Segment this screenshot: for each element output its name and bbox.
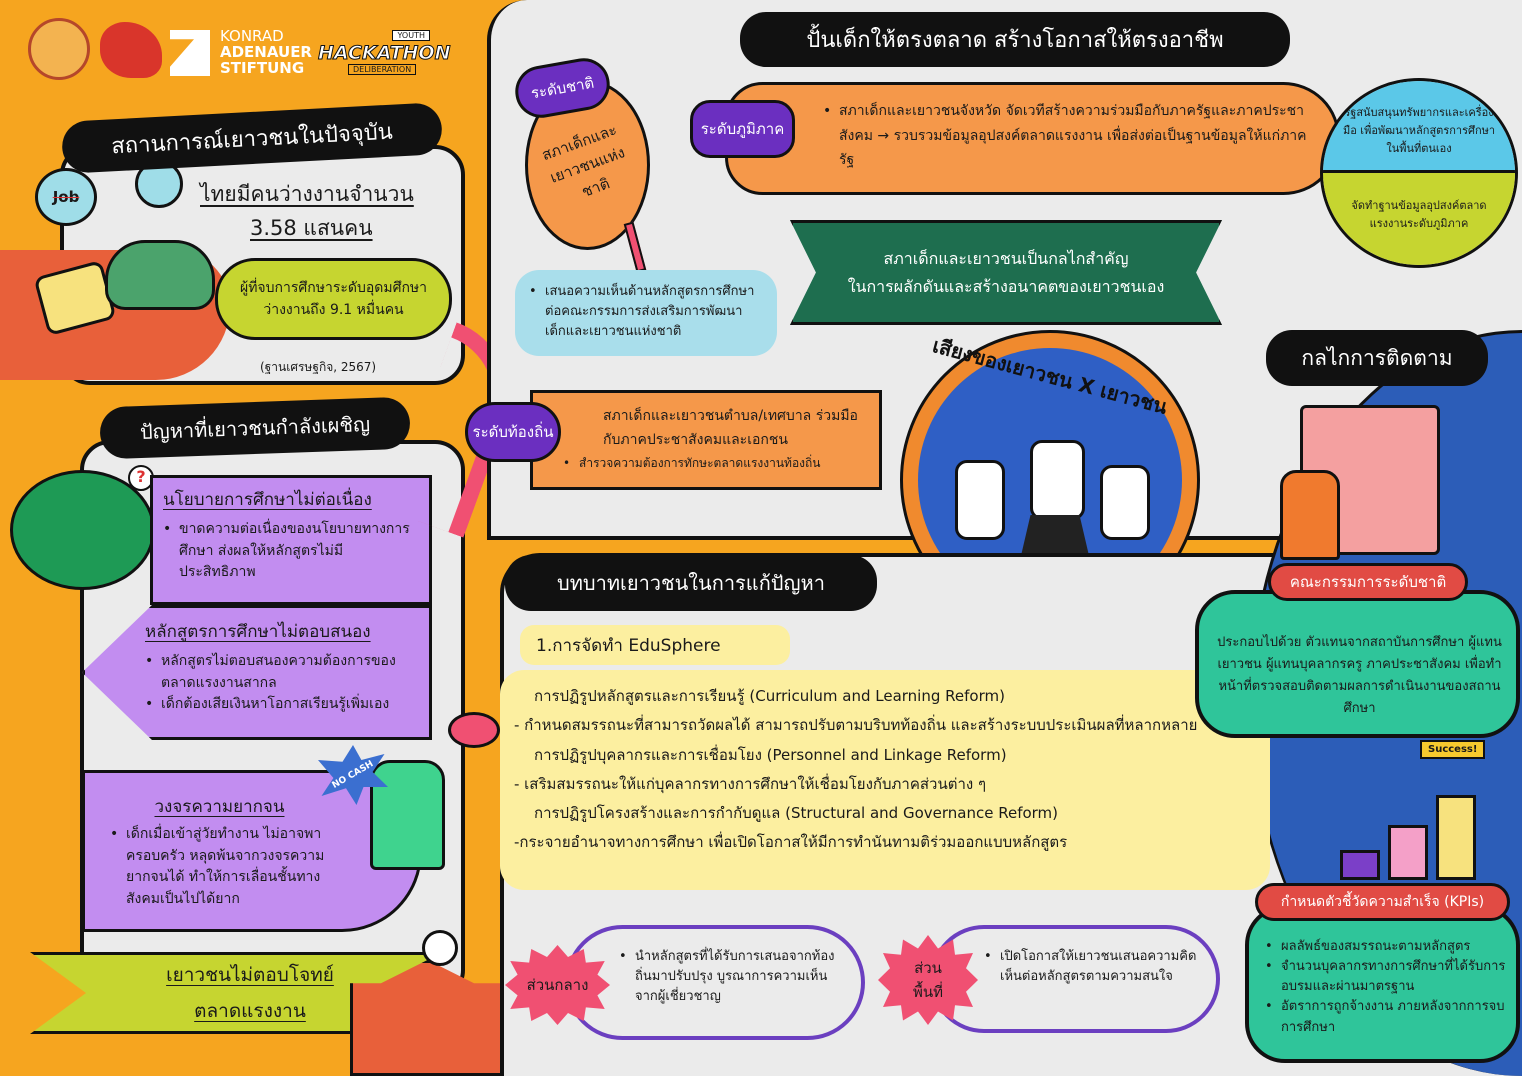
- konrad-adenauer-logo: KONRAD ADENAUER STIFTUNG: [220, 28, 312, 76]
- edusphere-label: 1.การจัดทำ EduSphere: [520, 625, 790, 665]
- question-bubble-icon: ?: [128, 465, 154, 491]
- job-text: Job: [52, 188, 80, 206]
- monitor-title-text: กลไกการติดตาม: [1301, 345, 1453, 370]
- problem-heading: วงจรความยากจน: [154, 797, 285, 817]
- local-bullet: สำรวจความต้องการทักษะตลาดแรงงานท้องถิ่น: [563, 453, 869, 474]
- problem-card-curriculum: หลักสูตรการศึกษาไม่ตอบสนอง หลักสูตรไม่ตอ…: [82, 605, 432, 740]
- regional-level-text: ระดับภูมิภาค: [700, 120, 785, 138]
- teacher-illustration: [1280, 470, 1340, 560]
- local-text: สภาเด็กและเยาวชนตำบล/เทศบาล ร่วมมือกับภา…: [603, 408, 858, 448]
- jumping-students-illustration: [945, 440, 1165, 620]
- committee-text: ประกอบไปด้วย ตัวแทนจากสถาบันการศึกษา ผู้…: [1217, 635, 1502, 717]
- national-level-text: ระดับชาติ: [529, 73, 596, 103]
- reform-line: - กำหนดสมรรถนะที่สามารถวัดผลได้ สามารถปร…: [514, 716, 1198, 735]
- youth-label: YOUTH: [392, 30, 430, 41]
- reform-line: การปฏิรูปหลักสูตรและการเรียนรู้ (Curricu…: [534, 687, 1005, 705]
- reform-line: -กระจายอำนาจทางการศึกษา เพื่อเปิดโอกาสให…: [514, 833, 1068, 852]
- problem-heading: นโยบายการศึกษาไม่ต่อเนื่อง: [163, 490, 372, 510]
- committee-cloud: ประกอบไปด้วย ตัวแทนจากสถาบันการศึกษา ผู้…: [1195, 590, 1520, 738]
- problem-heading: หลักสูตรการศึกษาไม่ตอบสนอง: [145, 622, 371, 642]
- regional-level-label: ระดับภูมิภาค: [690, 100, 795, 158]
- kpi-bullet: อัตราการถูกจ้างงาน ภายหลังจากการจบการศึก…: [1265, 997, 1506, 1037]
- hackathon-wordmark: HACKATHON: [318, 42, 451, 65]
- problem-card-policy: นโยบายการศึกษาไม่ต่อเนื่อง ขาดความต่อเนื…: [150, 475, 432, 605]
- role-title-text: บทบาทเยาวชนในการแก้ปัญหา: [557, 571, 825, 595]
- local-box: สภาเด็กและเยาวชนตำบล/เทศบาล ร่วมมือกับภา…: [530, 390, 882, 490]
- kpi-bullet: ผลลัพธ์ของสมรรถนะตามหลักสูตร: [1265, 937, 1506, 957]
- area-label-text: ส่วนพื้นที่: [912, 959, 944, 1001]
- national-council-text: สภาเด็กและเยาวชนแห่งชาติ: [539, 120, 628, 201]
- success-text: Success!: [1428, 744, 1478, 755]
- hackathon-logo: YOUTH HACKATHON DELIBERATION: [318, 30, 451, 76]
- lion-logo: [100, 22, 162, 78]
- reform-line: - เสริมสมรรถนะให้แก่บุคลากรทางการศึกษาให…: [514, 774, 987, 793]
- kpi-title: กำหนดตัวชี้วัดความสำเร็จ (KPIs): [1280, 894, 1485, 910]
- committee-title: คณะกรรมการระดับชาติ: [1289, 573, 1447, 591]
- area-bullet: เปิดโอกาสให้เยาวชนเสนอความคิดเห็นต่อหลัก…: [984, 947, 1200, 987]
- role-title: บทบาทเยาวชนในการแก้ปัญหา: [505, 555, 877, 611]
- source-citation: (ฐานเศรษฐกิจ, 2567): [260, 360, 377, 374]
- reform-line: การปฏิรูปโครงสร้างและการกำกับดูแล (Struc…: [534, 804, 1059, 822]
- clock-icon: [422, 930, 458, 966]
- state-support-text: รัฐสนับสนุนทรัพยากรและเครื่องมือ เพื่อพั…: [1342, 105, 1496, 155]
- sleeping-student-illustration: [105, 240, 215, 310]
- local-level-text: ระดับท้องถิ่น: [472, 423, 554, 441]
- problem-bullet: ขาดความต่อเนื่องของนโยบายทางการศึกษา ส่ง…: [163, 519, 419, 584]
- central-label-text: ส่วนกลาง: [526, 976, 589, 994]
- situation-title-text: สถานการณ์เยาวชนในปัจจุบัน: [110, 119, 394, 159]
- banner-line: ในการผลักดันและสร้างอนาคตของเยาวชนเอง: [847, 276, 1165, 296]
- success-stairs-illustration: Success!: [1300, 740, 1500, 880]
- money-wings-bubble-icon: [448, 712, 500, 748]
- graduates-unemployed-pill: ผู้ที่จบการศึกษาระดับอุดมศึกษา ว่างงานถึ…: [215, 258, 452, 340]
- success-bubble: Success!: [1420, 740, 1486, 759]
- reform-box: การปฏิรูปหลักสูตรและการเรียนรู้ (Curricu…: [500, 670, 1270, 890]
- national-bullet-box: เสนอความเห็นด้านหลักสูตรการศึกษาต่อคณะกร…: [515, 270, 777, 356]
- problem-bullet: เด็กต้องเสียเงินหาโอกาสเรียนรู้เพิ่มเอง: [145, 694, 419, 716]
- regional-bullet: สภาเด็กและเยาวชนจังหวัด จัดเวทีสร้างความ…: [823, 99, 1307, 173]
- national-bullet: เสนอความเห็นด้านหลักสูตรการศึกษาต่อคณะกร…: [529, 282, 763, 342]
- problems-title-text: ปัญหาที่เยาวชนกำลังเผชิญ: [139, 411, 371, 445]
- ribbon-line: ตลาดแรงงาน: [194, 1000, 306, 1022]
- key-mechanism-banner: สภาเด็กและเยาวชนเป็นกลไกสำคัญ ในการผลักด…: [790, 220, 1222, 325]
- local-level-label: ระดับท้องถิ่น: [465, 402, 561, 462]
- logo-line: ADENAUER: [220, 43, 312, 61]
- regional-outcomes-circle: รัฐสนับสนุนทรัพยากรและเครื่องมือ เพื่อพั…: [1320, 78, 1518, 268]
- unemployed-count-line2: 3.58 แสนคน: [250, 216, 373, 240]
- worried-students-illustration: [10, 470, 155, 590]
- regional-db-text: จัดทำฐานข้อมูลอุปสงค์ตลาดแรงงานระดับภูมิ…: [1351, 199, 1487, 230]
- central-capsule: นำหลักสูตรที่ได้รับการเสนอจากท้องถิ่นมาป…: [565, 925, 865, 1040]
- konrad-logo-mark: [170, 30, 210, 76]
- edusphere-text: 1.การจัดทำ EduSphere: [536, 635, 721, 656]
- no-cash-text: NO CASH: [330, 759, 376, 791]
- problem-bullet: หลักสูตรไม่ตอบสนองความต้องการของตลาดแรงง…: [145, 651, 419, 694]
- monitor-title: กลไกการติดตาม: [1266, 330, 1488, 386]
- kpi-bullet: จำนวนบุคลากรทางการศึกษาที่ได้รับการอบรมแ…: [1265, 957, 1506, 997]
- central-bullet: นำหลักสูตรที่ได้รับการเสนอจากท้องถิ่นมาป…: [619, 947, 845, 1007]
- problems-title: ปัญหาที่เยาวชนกำลังเผชิญ: [99, 396, 411, 460]
- deliberation-label: DELIBERATION: [348, 64, 417, 75]
- main-title: ปั้นเด็กให้ตรงตลาด สร้างโอกาสให้ตรงอาชีพ: [740, 12, 1290, 67]
- committee-tag: คณะกรรมการระดับชาติ: [1268, 563, 1468, 601]
- problem-card-poverty: วงจรความยากจน เด็กเมื่อเข้าสู่วัยทำงาน ไ…: [82, 770, 422, 932]
- unemployed-count-line1: ไทยมีคนว่างงานจำนวน: [200, 182, 414, 206]
- job-thought-bubble: Job: [35, 168, 97, 226]
- kpi-tag: กำหนดตัวชี้วัดความสำเร็จ (KPIs): [1255, 883, 1510, 921]
- logo-line: STIFTUNG: [220, 59, 305, 77]
- ribbon-line: เยาวชนไม่ตอบโจทย์: [166, 964, 334, 986]
- kpi-cloud: ผลลัพธ์ของสมรรถนะตามหลักสูตร จำนวนบุคลาก…: [1245, 905, 1520, 1063]
- graduates-text: ผู้ที่จบการศึกษาระดับอุดมศึกษา ว่างงานถึ…: [239, 279, 428, 318]
- logo-line: KONRAD: [220, 27, 284, 45]
- thammasat-seal-logo: [28, 18, 90, 80]
- main-title-text: ปั้นเด็กให้ตรงตลาด สร้างโอกาสให้ตรงอาชีพ: [806, 28, 1224, 53]
- no-cash-student-illustration: [370, 760, 445, 870]
- problem-bullet: เด็กเมื่อเข้าสู่วัยทำงาน ไม่อาจพาครอบครั…: [110, 824, 329, 911]
- regional-pill: สภาเด็กและเยาวชนจังหวัด จัดเวทีสร้างความ…: [725, 82, 1340, 195]
- reform-line: การปฏิรูปบุคลากรและการเชื่อมโยง (Personn…: [534, 745, 1007, 764]
- banner-line: สภาเด็กและเยาวชนเป็นกลไกสำคัญ: [883, 249, 1129, 269]
